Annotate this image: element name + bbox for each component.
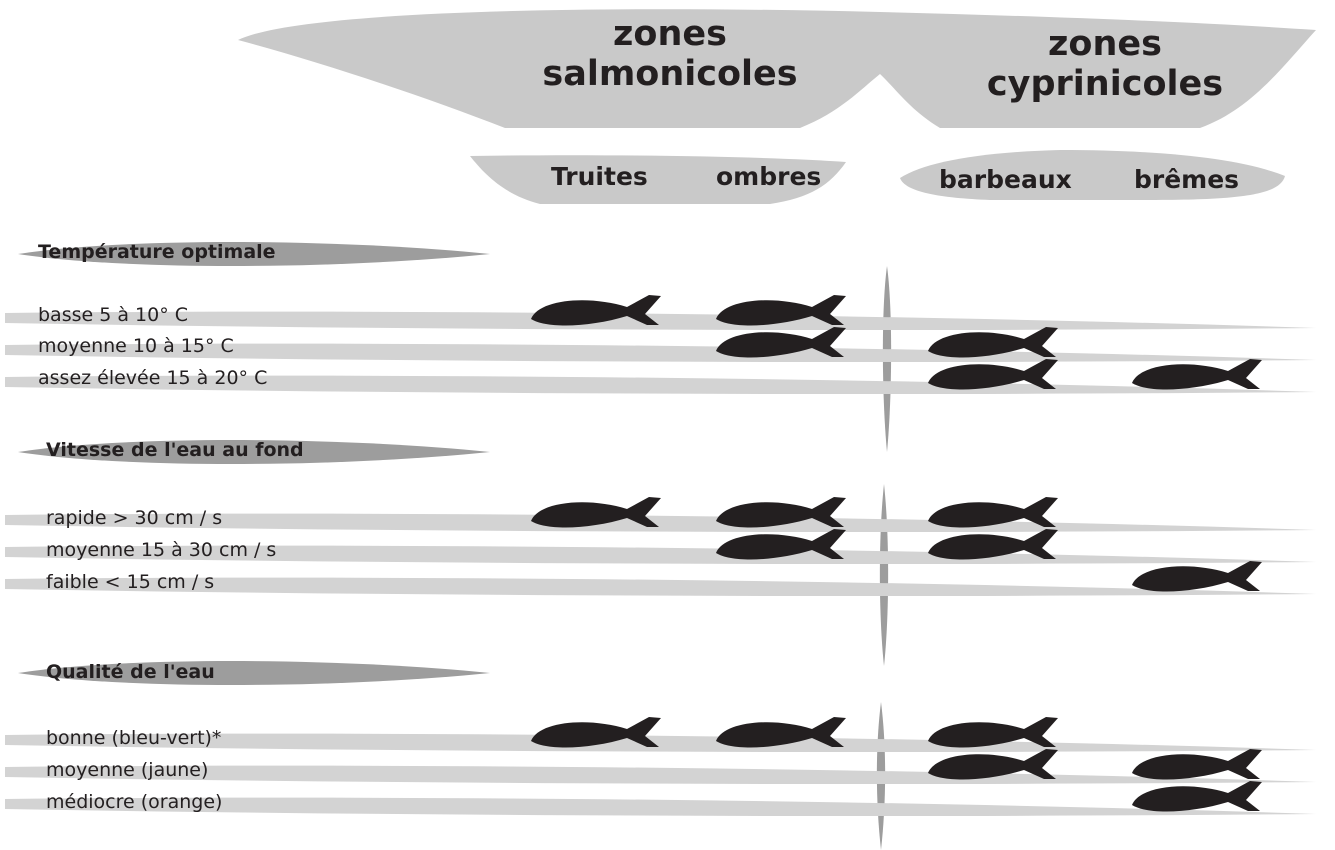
row-label-temp-high: assez élevée 15 à 20° C <box>38 367 267 389</box>
fish-icon <box>716 529 846 559</box>
zone-title-line2: salmonicoles <box>535 54 805 94</box>
fish-icon <box>1132 359 1262 389</box>
section-title-speed: Vitesse de l'eau au fond <box>46 439 304 461</box>
fish-icon <box>928 497 1058 527</box>
row-label-speed-medium: moyenne 15 à 30 cm / s <box>46 539 276 561</box>
fish-icon <box>716 717 846 747</box>
section-title-temperature: Température optimale <box>38 241 276 263</box>
species-barbeaux: barbeaux <box>939 165 1072 194</box>
fish-icon <box>928 359 1058 389</box>
species-ombres: ombres <box>716 162 821 191</box>
fish-icon <box>531 497 661 527</box>
row-label-speed-slow: faible < 15 cm / s <box>46 571 214 593</box>
section-title-quality: Qualité de l'eau <box>46 661 215 683</box>
fish-icon <box>716 497 846 527</box>
fish-icon <box>928 717 1058 747</box>
zone-title-line1: zones <box>535 14 805 54</box>
fish-icon <box>716 327 846 357</box>
row-band <box>5 312 1316 330</box>
fish-icon <box>928 749 1058 779</box>
fish-icon <box>1132 749 1262 779</box>
fish-icon <box>716 295 846 325</box>
row-label-temp-low: basse 5 à 10° C <box>38 304 188 326</box>
species-bremes: brêmes <box>1134 165 1239 194</box>
fish-icon <box>531 717 661 747</box>
zone-title-line1: zones <box>975 24 1235 64</box>
row-label-temp-medium: moyenne 10 à 15° C <box>38 335 234 357</box>
fish-icon <box>1132 781 1262 811</box>
species-truites: Truites <box>551 162 648 191</box>
row-label-quality-medium: moyenne (jaune) <box>46 759 208 781</box>
row-label-quality-good: bonne (bleu-vert)* <box>46 727 221 749</box>
zone-title-salmonicoles: zones salmonicoles <box>535 14 805 94</box>
row-label-speed-fast: rapide > 30 cm / s <box>46 507 222 529</box>
fish-icon <box>531 295 661 325</box>
zone-divider-2 <box>880 484 888 666</box>
zone-title-line2: cyprinicoles <box>975 64 1235 104</box>
fish-icon <box>928 327 1058 357</box>
row-label-quality-poor: médiocre (orange) <box>46 791 222 813</box>
zone-title-cyprinicoles: zones cyprinicoles <box>975 24 1235 104</box>
fish-icon <box>928 529 1058 559</box>
fish-icon <box>1132 561 1262 591</box>
